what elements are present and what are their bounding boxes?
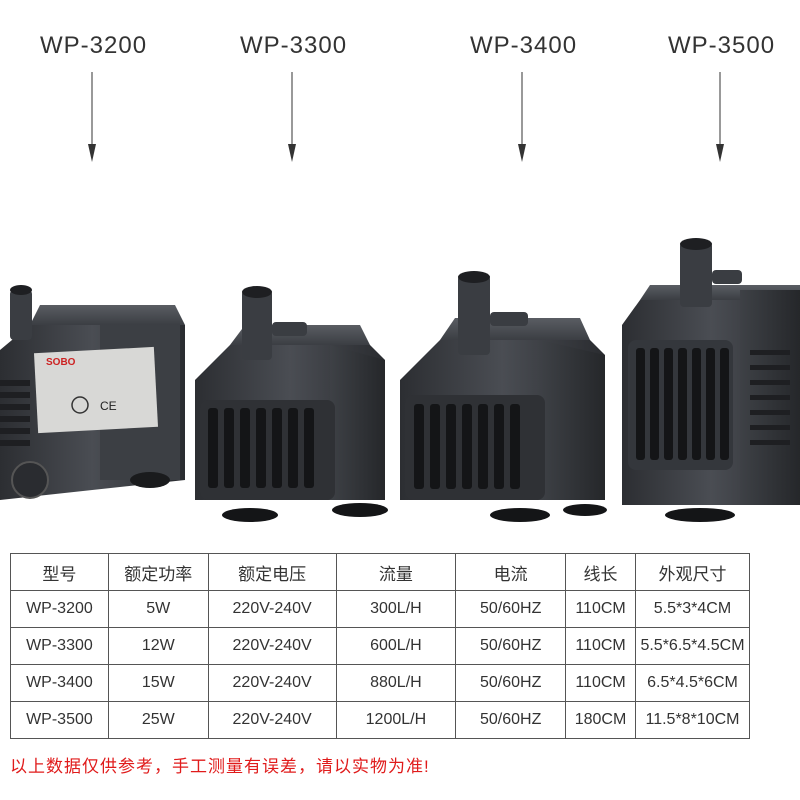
cell-model: WP-3300 xyxy=(10,627,109,665)
cell-power: 15W xyxy=(107,664,209,702)
cell-flow: 300L/H xyxy=(335,590,457,628)
brand-label: SOBO xyxy=(46,357,76,368)
table-row: WP-3200 5W 220V-240V 300L/H 50/60HZ 110C… xyxy=(10,590,751,628)
header-power: 额定功率 xyxy=(107,553,209,591)
cell-cable-length: 110CM xyxy=(565,627,636,665)
disclaimer-note: 以上数据仅供参考，手工测量有误差，请以实物为准! xyxy=(10,757,430,776)
header-model: 型号 xyxy=(10,553,109,591)
pump-wp-3500 xyxy=(622,238,800,522)
ce-mark: CE xyxy=(100,399,117,413)
header-current: 电流 xyxy=(455,553,567,591)
cell-flow: 880L/H xyxy=(335,664,457,702)
cell-dimensions: 11.5*8*10CM xyxy=(634,701,751,739)
cell-current: 50/60HZ xyxy=(455,627,567,665)
header-dimensions: 外观尺寸 xyxy=(634,553,751,591)
down-arrow-icon xyxy=(716,72,724,162)
pump-wp-3400 xyxy=(400,271,607,522)
down-arrow-icon xyxy=(288,72,296,162)
cell-model: WP-3200 xyxy=(10,590,109,628)
cell-voltage: 220V-240V xyxy=(207,664,337,702)
cell-dimensions: 5.5*3*4CM xyxy=(634,590,751,628)
cell-voltage: 220V-240V xyxy=(207,701,337,739)
header-voltage: 额定电压 xyxy=(207,553,337,591)
spec-table: 型号 额定功率 额定电压 流量 电流 线长 外观尺寸 WP-3200 5W 22… xyxy=(10,553,751,739)
model-label-wp-3300: WP-3300 xyxy=(240,32,348,59)
header-flow: 流量 xyxy=(335,553,457,591)
table-row: WP-3500 25W 220V-240V 1200L/H 50/60HZ 18… xyxy=(10,701,751,739)
table-row: WP-3400 15W 220V-240V 880L/H 50/60HZ 110… xyxy=(10,664,751,702)
cell-current: 50/60HZ xyxy=(455,664,567,702)
model-label-wp-3500: WP-3500 xyxy=(668,32,776,59)
cell-power: 5W xyxy=(107,590,209,628)
down-arrow-icon xyxy=(88,72,96,162)
cell-flow: 1200L/H xyxy=(335,701,457,739)
model-label-wp-3400: WP-3400 xyxy=(470,32,578,59)
cell-model: WP-3500 xyxy=(10,701,109,739)
pump-wp-3200: SOBO CE xyxy=(0,285,185,500)
cell-voltage: 220V-240V xyxy=(207,627,337,665)
table-row: WP-3300 12W 220V-240V 600L/H 50/60HZ 110… xyxy=(10,627,751,665)
cell-dimensions: 6.5*4.5*6CM xyxy=(634,664,751,702)
header-cable-length: 线长 xyxy=(565,553,636,591)
cell-cable-length: 110CM xyxy=(565,590,636,628)
pump-wp-3300 xyxy=(195,286,388,522)
cell-model: WP-3400 xyxy=(10,664,109,702)
cell-voltage: 220V-240V xyxy=(207,590,337,628)
table-header-row: 型号 额定功率 额定电压 流量 电流 线长 外观尺寸 xyxy=(10,553,751,591)
cell-current: 50/60HZ xyxy=(455,590,567,628)
cell-cable-length: 110CM xyxy=(565,664,636,702)
cell-power: 25W xyxy=(107,701,209,739)
cell-dimensions: 5.5*6.5*4.5CM xyxy=(634,627,751,665)
down-arrow-icon xyxy=(518,72,526,162)
cell-current: 50/60HZ xyxy=(455,701,567,739)
model-label-wp-3200: WP-3200 xyxy=(40,32,148,59)
cell-cable-length: 180CM xyxy=(565,701,636,739)
cell-power: 12W xyxy=(107,627,209,665)
pump-product-photo: SOBO CE xyxy=(0,238,800,522)
cell-flow: 600L/H xyxy=(335,627,457,665)
